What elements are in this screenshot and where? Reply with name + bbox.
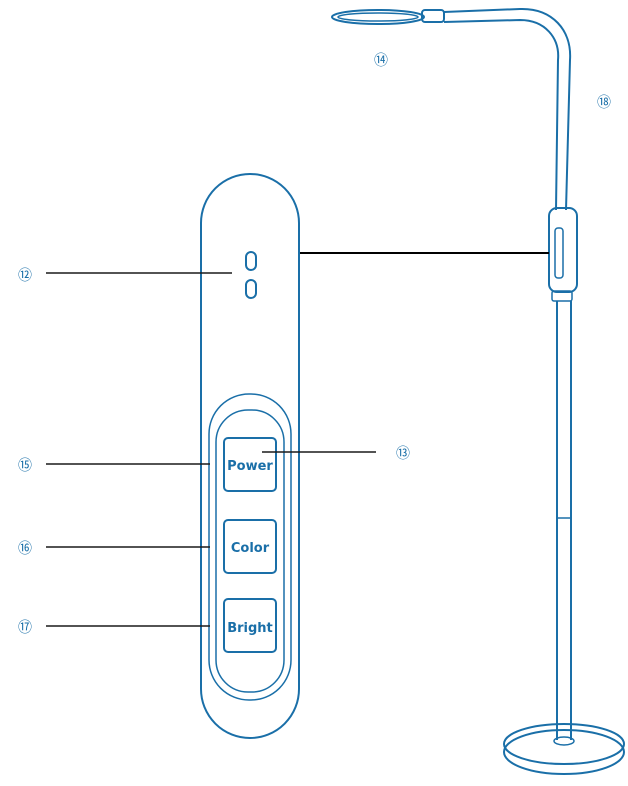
indicator-light-top xyxy=(246,252,256,270)
callout-14: ⑭ xyxy=(374,53,388,69)
color-button-label: Color xyxy=(231,541,270,556)
lamp-base xyxy=(504,724,624,774)
callout-13: ⑬ xyxy=(396,446,410,462)
callout-17: ⑰ xyxy=(18,620,32,636)
color-button[interactable]: Color xyxy=(224,520,276,573)
gooseneck-arm xyxy=(444,9,570,210)
lamp-head xyxy=(332,10,424,24)
bright-button-label: Bright xyxy=(227,621,273,636)
pole-control-module xyxy=(549,208,577,301)
power-button-label: Power xyxy=(227,459,273,474)
lamp-pole xyxy=(557,301,571,740)
power-button[interactable]: Power xyxy=(224,438,276,491)
indicator-lights xyxy=(246,252,256,298)
callout-16: ⑯ xyxy=(18,541,32,557)
callout-18: ⑱ xyxy=(597,95,611,111)
bright-button[interactable]: Bright xyxy=(224,599,276,652)
floor-lamp xyxy=(332,9,624,774)
remote-control: Power Color Bright xyxy=(201,174,299,738)
gooseneck-arm-inner xyxy=(444,20,558,210)
indicator-light-bottom xyxy=(246,280,256,298)
callout-15: ⑮ xyxy=(18,458,32,474)
callout-12: ⑫ xyxy=(18,268,32,284)
head-connector xyxy=(422,10,444,22)
